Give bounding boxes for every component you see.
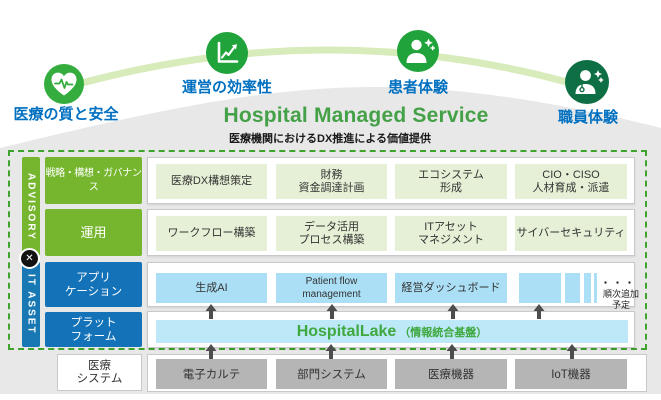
item-box: 経営ダッシュボード (395, 273, 507, 303)
benefit-label-efficiency: 運営の効率性 (181, 79, 272, 96)
system-box: 医療機器 (395, 359, 507, 389)
item-box: ワークフロー構築 (156, 216, 267, 251)
benefit-arc (60, 46, 592, 92)
item-box: 財務 資金調達計画 (276, 164, 387, 199)
placeholder-box (594, 273, 597, 303)
row-label-platform: プラット フォーム (45, 312, 142, 347)
more-planned-note: 順次追加 予定 (602, 289, 639, 310)
up-arrow-icon (205, 344, 217, 359)
placeholder-box (565, 273, 580, 303)
operation-row: ワークフロー構築 データ活用 プロセス構築 ITアセット マネジメント サイバー… (147, 209, 635, 256)
page-subtitle: 医療機関におけるDX推進による価値提供 (229, 133, 431, 145)
benefit-label-patient-experience: 患者体験 (387, 79, 448, 96)
item-box: ITアセット マネジメント (395, 216, 507, 251)
item-box: データ活用 プロセス構築 (276, 216, 387, 251)
item-box: 医療DX構想策定 (156, 164, 267, 199)
hospital-lake-name: HospitalLake (296, 323, 397, 340)
it-asset-bar: IT ASSET (22, 262, 40, 347)
hospital-lake-box: HospitalLake （情報統合基盤） (156, 320, 628, 343)
advisory-bar: ADVISORY (22, 157, 40, 256)
row-label-operation: 運用 (45, 209, 142, 256)
system-box: 部門システム (276, 359, 387, 389)
placeholder-box (584, 273, 591, 303)
patient-experience-icon-wrap (397, 30, 439, 77)
medical-systems-row: 電子カルテ 部門システム 医療機器 IoT機器 (147, 354, 647, 392)
up-arrow-icon (566, 344, 578, 359)
up-arrow-icon (205, 304, 217, 319)
platform-row: HospitalLake （情報統合基盤） (147, 311, 635, 348)
staff-experience-icon-wrap (565, 60, 609, 109)
row-label-strategy: 戦略・構想・ガバナンス (45, 157, 142, 204)
up-arrow-icon (447, 304, 459, 319)
item-box: CIO・CISO 人材育成・派遣 (515, 164, 627, 199)
ellipsis-dots: ・・・ (600, 278, 637, 288)
up-arrow-icon (533, 304, 545, 319)
heart-pulse-icon (44, 64, 84, 104)
hospital-lake-suffix: （情報統合基盤） (399, 327, 488, 339)
item-box: サイバーセキュリティ (515, 216, 627, 251)
row-label-medical-systems: 医療 システム (57, 354, 142, 391)
item-box: エコシステム 形成 (395, 164, 507, 199)
system-box: IoT機器 (515, 359, 627, 389)
placeholder-box (519, 273, 561, 303)
quality-safety-icon-wrap (44, 64, 84, 109)
item-box: Patient flow management (276, 273, 387, 303)
page-title: Hospital Managed Service (223, 104, 489, 127)
up-arrow-icon (326, 304, 338, 319)
benefit-label-staff-experience: 職員体験 (557, 109, 618, 126)
efficiency-icon-wrap (206, 32, 248, 79)
chart-up-icon (206, 32, 248, 74)
patient-sparkle-icon (397, 30, 439, 72)
cross-badge-icon: ✕ (19, 248, 40, 269)
up-arrow-icon (446, 344, 458, 359)
system-box: 電子カルテ (156, 359, 267, 389)
benefit-label-quality-safety: 医療の質と安全 (13, 106, 119, 123)
item-box: 生成AI (156, 273, 267, 303)
application-row: 生成AI Patient flow management 経営ダッシュボード ・… (147, 262, 639, 310)
staff-sparkle-icon (565, 60, 609, 104)
row-label-application: アプリ ケーション (45, 262, 142, 307)
up-arrow-icon (325, 344, 337, 359)
strategy-row: 医療DX構想策定 財務 資金調達計画 エコシステム 形成 CIO・CISO 人材… (147, 157, 635, 204)
